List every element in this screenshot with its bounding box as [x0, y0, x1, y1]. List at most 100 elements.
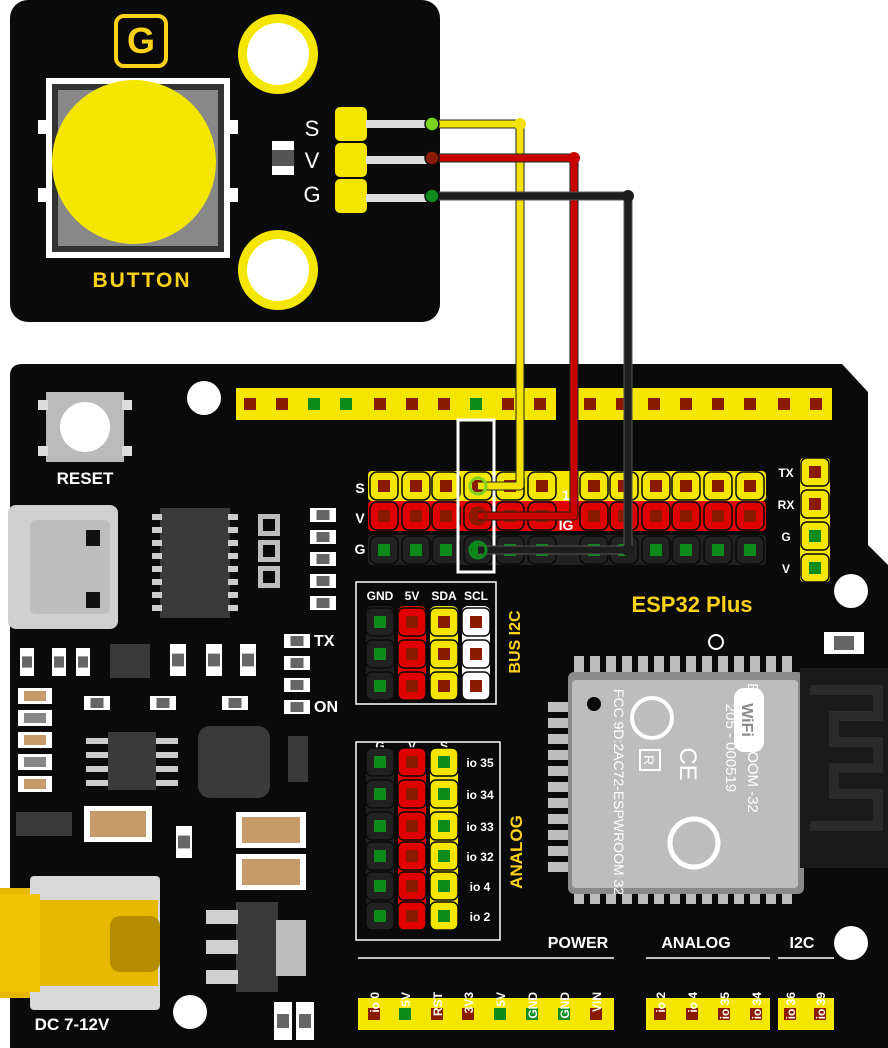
i2c-pin-1-0[interactable] — [406, 616, 418, 628]
analog-pin-1-5[interactable] — [406, 910, 418, 922]
i2c-pin-1-1[interactable] — [406, 648, 418, 660]
i2c-pin-1-2[interactable] — [406, 680, 418, 692]
tantalum-caps — [84, 806, 306, 890]
row-2-pin-9[interactable] — [680, 544, 692, 556]
row-2-pin-10[interactable] — [712, 544, 724, 556]
power-pin-3[interactable] — [462, 1008, 474, 1020]
analog-pin-0-3[interactable] — [374, 850, 386, 862]
bottom-analog-pin-0[interactable] — [654, 1008, 666, 1020]
analog-pin-2-1[interactable] — [438, 788, 450, 800]
push-button-switch[interactable] — [38, 78, 238, 258]
keyestudio-logo-icon: G — [114, 14, 168, 68]
analog-pin-2-2[interactable] — [438, 820, 450, 832]
analog-pin-0-2[interactable] — [374, 820, 386, 832]
analog-pin-2-5[interactable] — [438, 910, 450, 922]
i2c-pin-2-1[interactable] — [438, 648, 450, 660]
uart-pin-3[interactable] — [809, 562, 821, 574]
module-pin-label-s: S — [305, 116, 320, 141]
uart-pin-0[interactable] — [809, 466, 821, 478]
row-0-pin-9[interactable] — [680, 480, 692, 492]
usb-c-port[interactable] — [8, 505, 118, 629]
row-1-pin-10[interactable] — [712, 510, 724, 522]
row-2-pin-2[interactable] — [440, 544, 452, 556]
analog-pin-0-0[interactable] — [374, 756, 386, 768]
dc-jack[interactable] — [0, 876, 160, 1010]
analog-pin-1-4[interactable] — [406, 880, 418, 892]
analog-pin-2-0[interactable] — [438, 756, 450, 768]
bottom-analog-pin-3[interactable] — [750, 1008, 762, 1020]
top-pin-15[interactable] — [744, 398, 756, 410]
top-pin-4[interactable] — [374, 398, 386, 410]
top-pin-6[interactable] — [438, 398, 450, 410]
row-0-pin-8[interactable] — [650, 480, 662, 492]
top-pin-16[interactable] — [778, 398, 790, 410]
analog-pin-2-3[interactable] — [438, 850, 450, 862]
row-0-pin-5[interactable] — [536, 480, 548, 492]
i2c-pin-3-0[interactable] — [470, 616, 482, 628]
top-pin-9[interactable] — [534, 398, 546, 410]
row-2-pin-8[interactable] — [650, 544, 662, 556]
uart-pin-2[interactable] — [809, 530, 821, 542]
board-hole-4 — [173, 995, 207, 1029]
top-pin-1[interactable] — [276, 398, 288, 410]
top-pin-12[interactable] — [648, 398, 660, 410]
i2c-pin-2-2[interactable] — [438, 680, 450, 692]
top-pin-3[interactable] — [340, 398, 352, 410]
top-pin-17[interactable] — [810, 398, 822, 410]
power-pin-5[interactable] — [526, 1008, 538, 1020]
i2c-pin-0-0[interactable] — [374, 616, 386, 628]
analog-pin-0-4[interactable] — [374, 880, 386, 892]
power-pin-6[interactable] — [558, 1008, 570, 1020]
row-0-pin-11[interactable] — [744, 480, 756, 492]
row-0-pin-1[interactable] — [410, 480, 422, 492]
row-1-pin-6[interactable] — [588, 510, 600, 522]
row-0-pin-10[interactable] — [712, 480, 724, 492]
top-pin-14[interactable] — [712, 398, 724, 410]
power-pin-7[interactable] — [590, 1008, 602, 1020]
power-label-1: 5V — [399, 992, 413, 1007]
row-2-pin-0[interactable] — [378, 544, 390, 556]
analog-pin-1-3[interactable] — [406, 850, 418, 862]
bottom-i2c-pin-1[interactable] — [814, 1008, 826, 1020]
i2c-pin-0-1[interactable] — [374, 648, 386, 660]
top-pin-13[interactable] — [680, 398, 692, 410]
top-pin-10[interactable] — [584, 398, 596, 410]
power-pin-1[interactable] — [399, 1008, 411, 1020]
row-1-pin-11[interactable] — [744, 510, 756, 522]
bottom-analog-pin-2[interactable] — [718, 1008, 730, 1020]
analog-pin-0-1[interactable] — [374, 788, 386, 800]
reset-button[interactable] — [38, 392, 132, 462]
bottom-analog-pin-1[interactable] — [686, 1008, 698, 1020]
i2c-pin-0-2[interactable] — [374, 680, 386, 692]
power-pin-2[interactable] — [431, 1008, 443, 1020]
uart-pin-1[interactable] — [809, 498, 821, 510]
top-pin-7[interactable] — [470, 398, 482, 410]
row-0-pin-6[interactable] — [588, 480, 600, 492]
row-1-pin-2[interactable] — [440, 510, 452, 522]
row-1-pin-0[interactable] — [378, 510, 390, 522]
power-pin-4[interactable] — [494, 1008, 506, 1020]
i2c-pin-2-0[interactable] — [438, 616, 450, 628]
row-1-pin-8[interactable] — [650, 510, 662, 522]
row-0-pin-0[interactable] — [378, 480, 390, 492]
row-1-pin-1[interactable] — [410, 510, 422, 522]
analog-pin-1-2[interactable] — [406, 820, 418, 832]
row-0-pin-2[interactable] — [440, 480, 452, 492]
top-pin-2[interactable] — [308, 398, 320, 410]
analog-col-label-0: G — [375, 739, 384, 753]
power-pin-0[interactable] — [368, 1008, 380, 1020]
analog-pin-2-4[interactable] — [438, 880, 450, 892]
button-cap[interactable] — [52, 80, 216, 244]
top-pin-8[interactable] — [502, 398, 514, 410]
bottom-i2c-pin-0[interactable] — [784, 1008, 796, 1020]
top-pin-5[interactable] — [406, 398, 418, 410]
row-2-pin-1[interactable] — [410, 544, 422, 556]
analog-pin-1-1[interactable] — [406, 788, 418, 800]
i2c-pin-3-2[interactable] — [470, 680, 482, 692]
row-1-pin-9[interactable] — [680, 510, 692, 522]
row-2-pin-11[interactable] — [744, 544, 756, 556]
analog-pin-1-0[interactable] — [406, 756, 418, 768]
analog-pin-0-5[interactable] — [374, 910, 386, 922]
i2c-pin-3-1[interactable] — [470, 648, 482, 660]
top-pin-0[interactable] — [244, 398, 256, 410]
